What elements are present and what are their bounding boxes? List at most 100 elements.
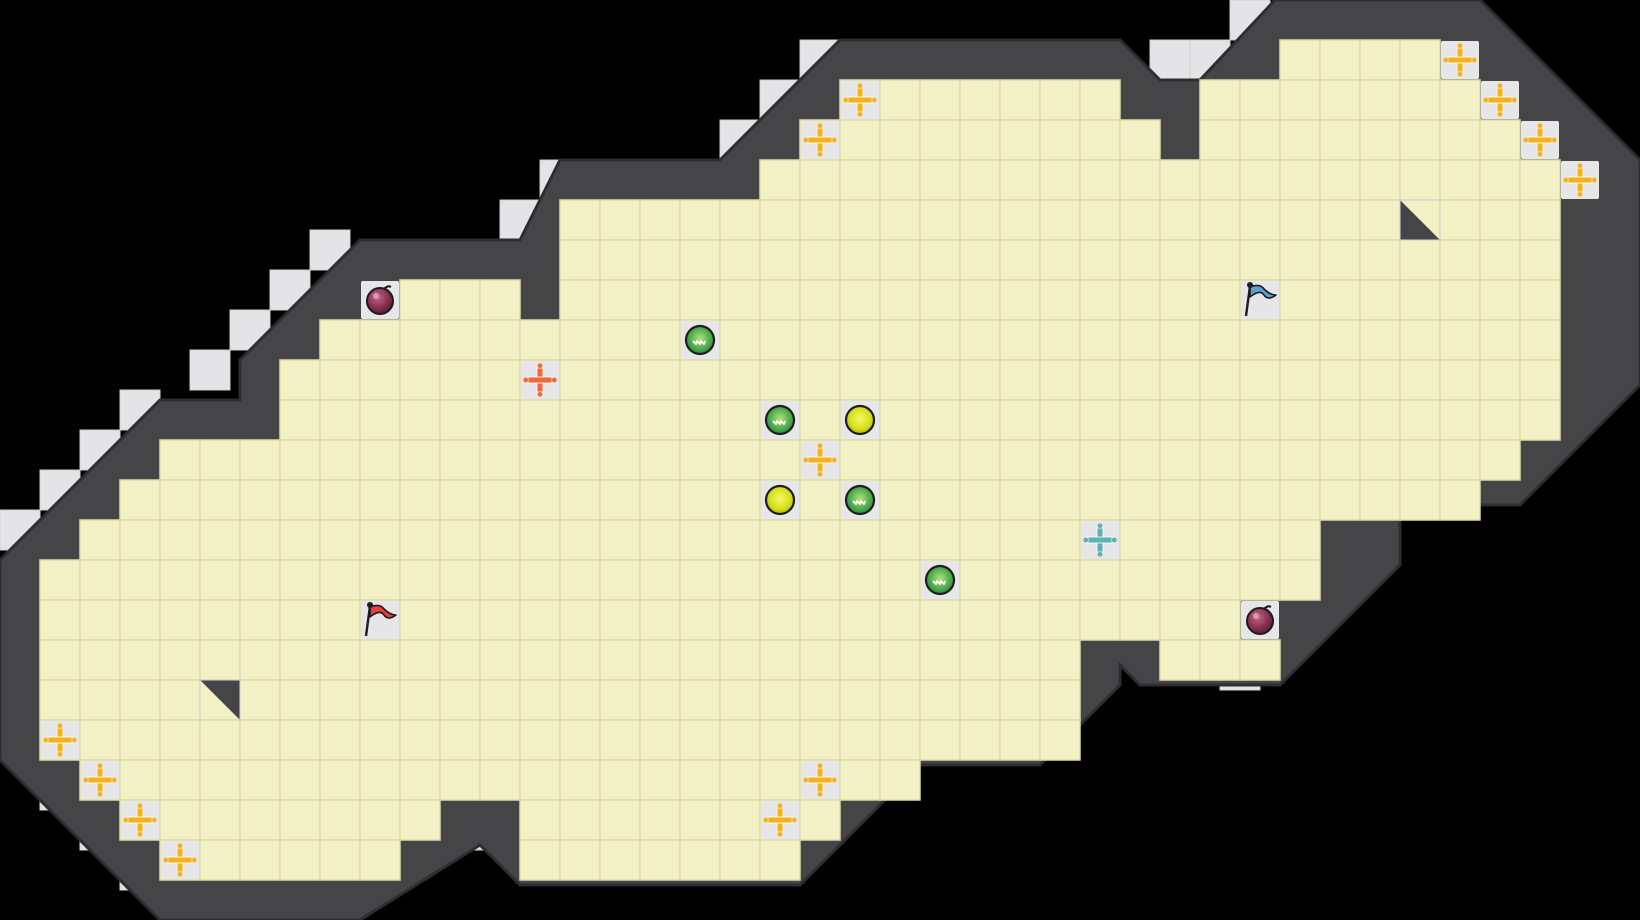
floor-tile [639, 559, 681, 601]
green-orb [761, 401, 799, 439]
floor-tile [1439, 399, 1481, 441]
floor-tile [919, 719, 961, 761]
floor-tile [759, 679, 801, 721]
floor-tile [159, 679, 201, 721]
floor-tile [559, 399, 601, 441]
floor-tile [439, 679, 481, 721]
floor-tile [919, 479, 961, 521]
floor-tile [719, 639, 761, 681]
floor-tile [359, 359, 401, 401]
floor-tile [119, 479, 161, 521]
floor-tile [1199, 239, 1241, 281]
floor-tile [599, 199, 641, 241]
floor-tile [559, 199, 601, 241]
floor-tile [599, 519, 641, 561]
red-team-flag [361, 601, 399, 639]
floor-tile [239, 639, 281, 681]
floor-tile [799, 719, 841, 761]
floor-tile [1279, 39, 1321, 81]
floor-tile [119, 639, 161, 681]
floor-tile [559, 479, 601, 521]
wall-notch [200, 680, 240, 720]
floor-tile [799, 519, 841, 561]
floor-tile [719, 399, 761, 441]
floor-tile [599, 279, 641, 321]
floor-tile [1439, 119, 1481, 161]
floor-tile [319, 799, 361, 841]
floor-tile [79, 519, 121, 561]
floor-tile [1479, 439, 1521, 481]
floor-tile [839, 319, 881, 361]
yellow-plus-tile [801, 441, 839, 479]
floor-tile [1079, 79, 1121, 121]
floor-tile [559, 759, 601, 801]
yellow-plus-tile [841, 81, 879, 119]
floor-tile [1199, 279, 1241, 321]
floor-tile [1439, 439, 1481, 481]
floor-tile [1439, 479, 1481, 521]
floor-tile [1039, 319, 1081, 361]
floor-tile [439, 559, 481, 601]
floor-tile [599, 239, 641, 281]
floor-tile [919, 679, 961, 721]
green-orb [841, 481, 879, 519]
floor-tile [999, 559, 1041, 601]
floor-tile [519, 599, 561, 641]
yellow-plus-tile [1441, 41, 1479, 79]
floor-tile [399, 719, 441, 761]
floor-tile [1319, 439, 1361, 481]
floor-tile [239, 439, 281, 481]
floor-tile [599, 719, 641, 761]
wall-bevel [189, 349, 231, 391]
floor-tile [839, 239, 881, 281]
floor-tile [39, 639, 81, 681]
floor-tile [999, 679, 1041, 721]
floor-tile [839, 599, 881, 641]
floor-tile [319, 519, 361, 561]
floor-tile [959, 319, 1001, 361]
floor-tile [1279, 319, 1321, 361]
floor-tile [399, 559, 441, 601]
floor-tile [679, 719, 721, 761]
floor-tile [559, 799, 601, 841]
floor-tile [839, 679, 881, 721]
floor-tile [879, 239, 921, 281]
floor-tile [1399, 39, 1441, 81]
floor-tile [719, 359, 761, 401]
floor-tile [1159, 239, 1201, 281]
floor-tile [1319, 39, 1361, 81]
floor-tile [719, 519, 761, 561]
floor-tile [1159, 159, 1201, 201]
floor-tile [959, 359, 1001, 401]
floor-tile [279, 639, 321, 681]
green-orb [921, 561, 959, 599]
floor-tile [519, 799, 561, 841]
floor-tile [759, 599, 801, 641]
floor-tile [79, 559, 121, 601]
floor-tile [879, 119, 921, 161]
floor-tile [759, 559, 801, 601]
floor-tile [239, 759, 281, 801]
floor-tile [759, 199, 801, 241]
floor-tile [959, 719, 1001, 761]
floor-tile [679, 399, 721, 441]
floor-tile [1239, 479, 1281, 521]
floor-tile [959, 239, 1001, 281]
floor-tile [1039, 719, 1081, 761]
floor-tile [1039, 599, 1081, 641]
floor-tile [959, 559, 1001, 601]
floor-tile [1199, 519, 1241, 561]
floor-tile [679, 679, 721, 721]
floor-tile [639, 839, 681, 881]
floor-tile [1159, 599, 1201, 641]
floor-tile [719, 199, 761, 241]
floor-tile [1119, 199, 1161, 241]
lime-orb [761, 481, 799, 519]
floor-tile [879, 639, 921, 681]
floor-tile [919, 359, 961, 401]
floor-tile [759, 239, 801, 281]
floor-tile [959, 479, 1001, 521]
floor-tile [1199, 439, 1241, 481]
floor-tile [399, 799, 441, 841]
floor-tile [359, 439, 401, 481]
